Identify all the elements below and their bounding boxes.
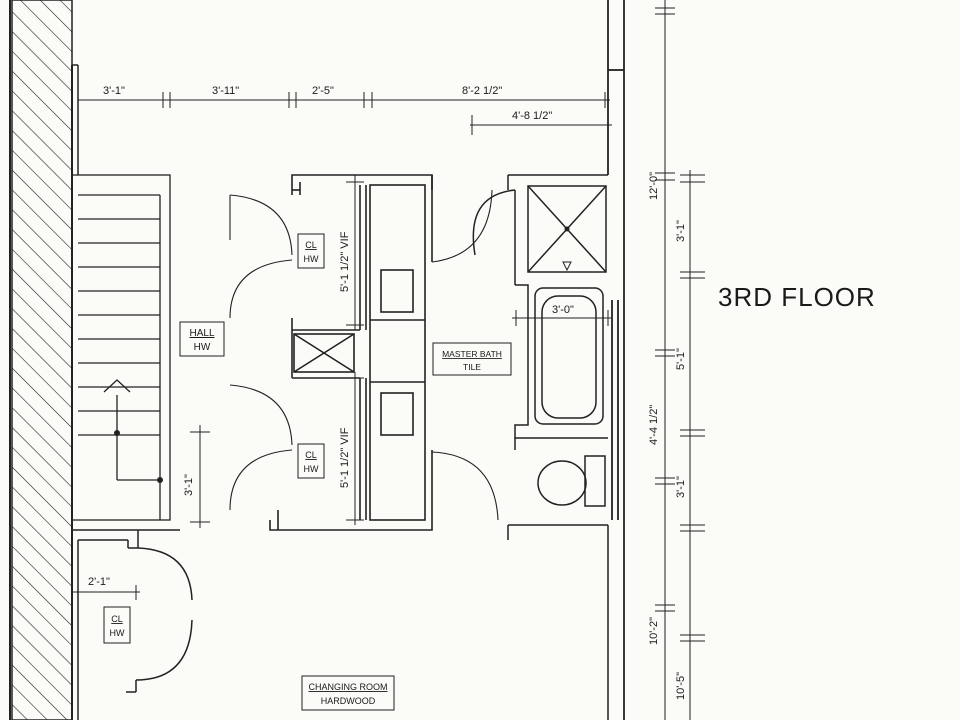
closet-lower-doors bbox=[229, 384, 293, 511]
floor-title: 3RD FLOOR bbox=[718, 282, 876, 312]
hall-floor: HW bbox=[194, 342, 211, 353]
changing-closet-dimension bbox=[72, 585, 140, 600]
master-bath-floor: TILE bbox=[463, 362, 481, 372]
dim-right-7: 10'-5" bbox=[675, 672, 687, 700]
label-boxes bbox=[103, 233, 512, 711]
changing-room-floor: HARDWOOD bbox=[321, 696, 376, 706]
dim-top-2: 3'-11" bbox=[212, 85, 239, 97]
interior-walls bbox=[269, 174, 433, 531]
dim-right-6: 10'-2" bbox=[648, 617, 660, 645]
closet-lower-floor: HW bbox=[304, 464, 319, 474]
hall-dimension-line bbox=[190, 425, 210, 528]
changing-closet-name: CL bbox=[111, 614, 123, 624]
changing-closet-floor: HW bbox=[110, 628, 125, 638]
changing-room-walls bbox=[72, 525, 609, 720]
right-dimension-lines bbox=[655, 0, 705, 720]
closet-upper-name: CL bbox=[305, 240, 317, 250]
stair-arrow-dot bbox=[157, 477, 163, 483]
dim-right-3: 5'-1" bbox=[675, 348, 687, 370]
master-bath-door bbox=[431, 189, 499, 521]
exterior-wall-right bbox=[607, 0, 625, 720]
stair bbox=[71, 174, 171, 521]
master-bath-name: MASTER BATH bbox=[442, 349, 502, 359]
dim-right-1: 12'-0" bbox=[648, 172, 660, 200]
hall-name: HALL bbox=[189, 328, 214, 339]
exterior-wall-left bbox=[11, 0, 73, 720]
shower-valve bbox=[562, 261, 572, 272]
dim-right-2: 3'-1" bbox=[675, 220, 687, 242]
dim-tub-width: 3'-0" bbox=[552, 304, 574, 316]
dim-top-4: 8'-2 1/2" bbox=[462, 85, 502, 97]
changing-room-name: CHANGING ROOM bbox=[308, 682, 387, 692]
dim-closet-upper: 5'-1 1/2" VIF bbox=[339, 231, 351, 292]
stair-arrow-dot bbox=[114, 430, 120, 436]
closet-upper-floor: HW bbox=[304, 254, 319, 264]
dim-right-4: 4'-4 1/2" bbox=[648, 405, 660, 445]
closet-upper-doors bbox=[229, 194, 293, 319]
dim-hall-small: 3'-1" bbox=[183, 474, 195, 496]
dim-changing-closet: 2'-1" bbox=[88, 576, 110, 588]
closet-dimension-lines bbox=[346, 175, 364, 525]
dim-closet-lower: 5'-1 1/2" VIF bbox=[339, 427, 351, 488]
dim-top-1: 3'-1" bbox=[103, 85, 125, 97]
dim-right-5: 3'-1" bbox=[675, 476, 687, 498]
closet-lower-name: CL bbox=[305, 450, 317, 460]
dim-top-3: 2'-5" bbox=[312, 85, 334, 97]
shower-drain bbox=[564, 226, 570, 232]
top-dimension-line bbox=[78, 92, 612, 135]
dim-top-5: 4'-8 1/2" bbox=[512, 110, 552, 122]
tub-dimension-line bbox=[512, 310, 612, 326]
